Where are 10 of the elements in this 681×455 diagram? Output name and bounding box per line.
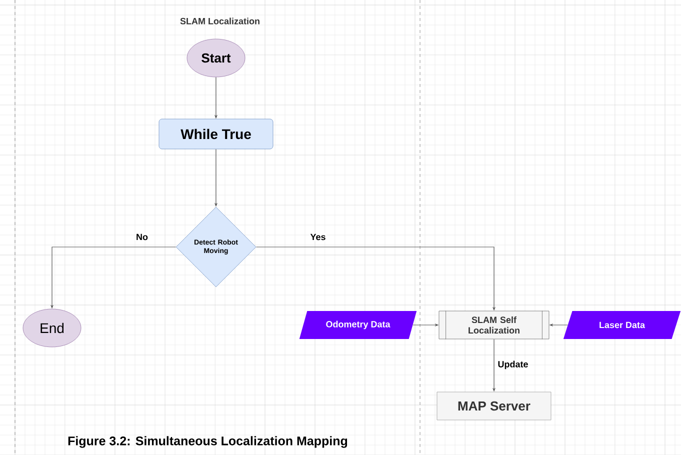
title: SLAM Localization <box>180 18 260 24</box>
edge-label: No <box>135 232 149 242</box>
process-box: While True <box>158 118 274 150</box>
process-box: MAP Server <box>436 392 552 420</box>
edge-label: Yes <box>309 232 327 242</box>
caption: Figure 3.2: Simultaneous Localization Mapping <box>68 436 348 448</box>
process-box: SLAM Self Localization <box>438 310 550 340</box>
data-parallelogram: Odometry Data <box>299 311 417 339</box>
data-parallelogram: Laser Data <box>563 311 681 339</box>
edge-label: Update <box>496 360 530 370</box>
